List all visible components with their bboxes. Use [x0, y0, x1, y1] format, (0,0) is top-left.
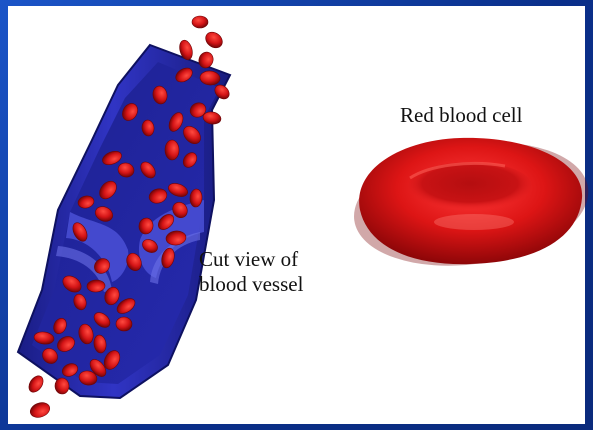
red-cell: [165, 140, 179, 160]
red-cell: [87, 280, 105, 293]
blood-vessel-label-line2: blood vessel: [199, 272, 303, 297]
red-cell: [203, 29, 226, 51]
red-cell: [192, 16, 208, 28]
red-cell: [28, 400, 51, 420]
red-blood-cell-label: Red blood cell: [400, 103, 522, 128]
blood-vessel-label: Cut view of blood vessel: [199, 247, 303, 297]
red-blood-cell-illustration: [346, 128, 593, 280]
red-cell: [26, 373, 46, 395]
blood-vessel-label-line1: Cut view of: [199, 247, 303, 272]
blood-vessel: [18, 45, 230, 398]
